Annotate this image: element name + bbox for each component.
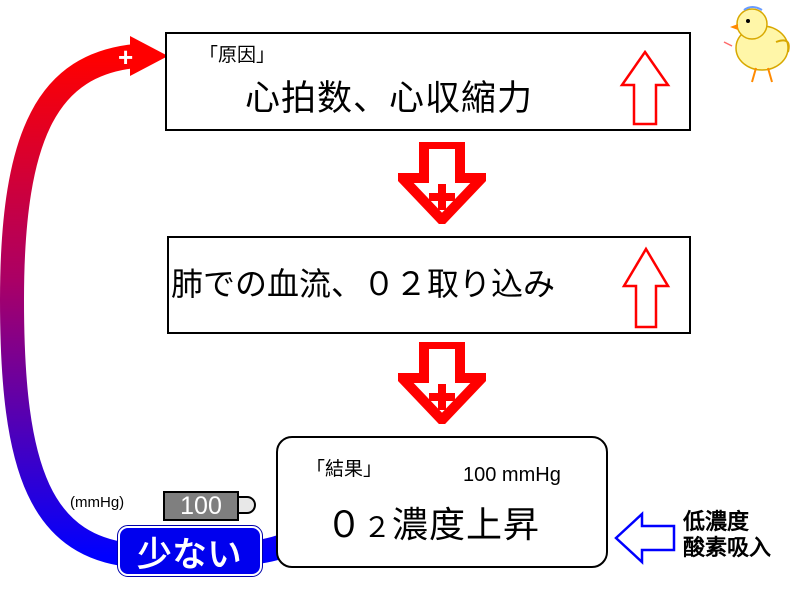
down-arrow-plus-icon [398, 342, 486, 424]
input-line1: 低濃度 [683, 510, 750, 535]
result-text-o: ０ [326, 505, 364, 546]
result-text: ０２濃度上昇 [326, 508, 540, 544]
input-label: 低濃度 酸素吸入 [683, 510, 771, 563]
low-label: 少ない [117, 525, 263, 577]
result-label: 「結果」 [306, 458, 383, 480]
input-line2: 酸素吸入 [683, 536, 772, 562]
gauge-unit: (mmHg) [70, 494, 125, 511]
cause-text: 心拍数、心収縮力 [245, 79, 534, 119]
result-value: 100 mmHg [463, 464, 561, 486]
up-arrow-icon [619, 49, 671, 126]
result-text-rest: 濃度上昇 [392, 505, 541, 546]
gauge-cap-icon [237, 496, 256, 514]
cause-label: 「原因」 [199, 44, 276, 66]
lung-text: 肺での血流、０２取り込み [171, 265, 556, 303]
loop-plus-sign: + [118, 42, 133, 72]
chick-mascot-icon [723, 6, 790, 83]
up-arrow-icon [621, 246, 671, 329]
down-arrow-plus-icon [398, 142, 486, 224]
result-box: 「結果」 100 mmHg ０２濃度上昇 [276, 436, 608, 568]
result-text-sub: ２ [363, 511, 393, 544]
left-arrow-icon [614, 511, 676, 565]
cause-box: 「原因」 心拍数、心収縮力 [165, 32, 691, 131]
gauge-value: 100 [163, 491, 239, 521]
lung-box: 肺での血流、０２取り込み [167, 236, 691, 334]
